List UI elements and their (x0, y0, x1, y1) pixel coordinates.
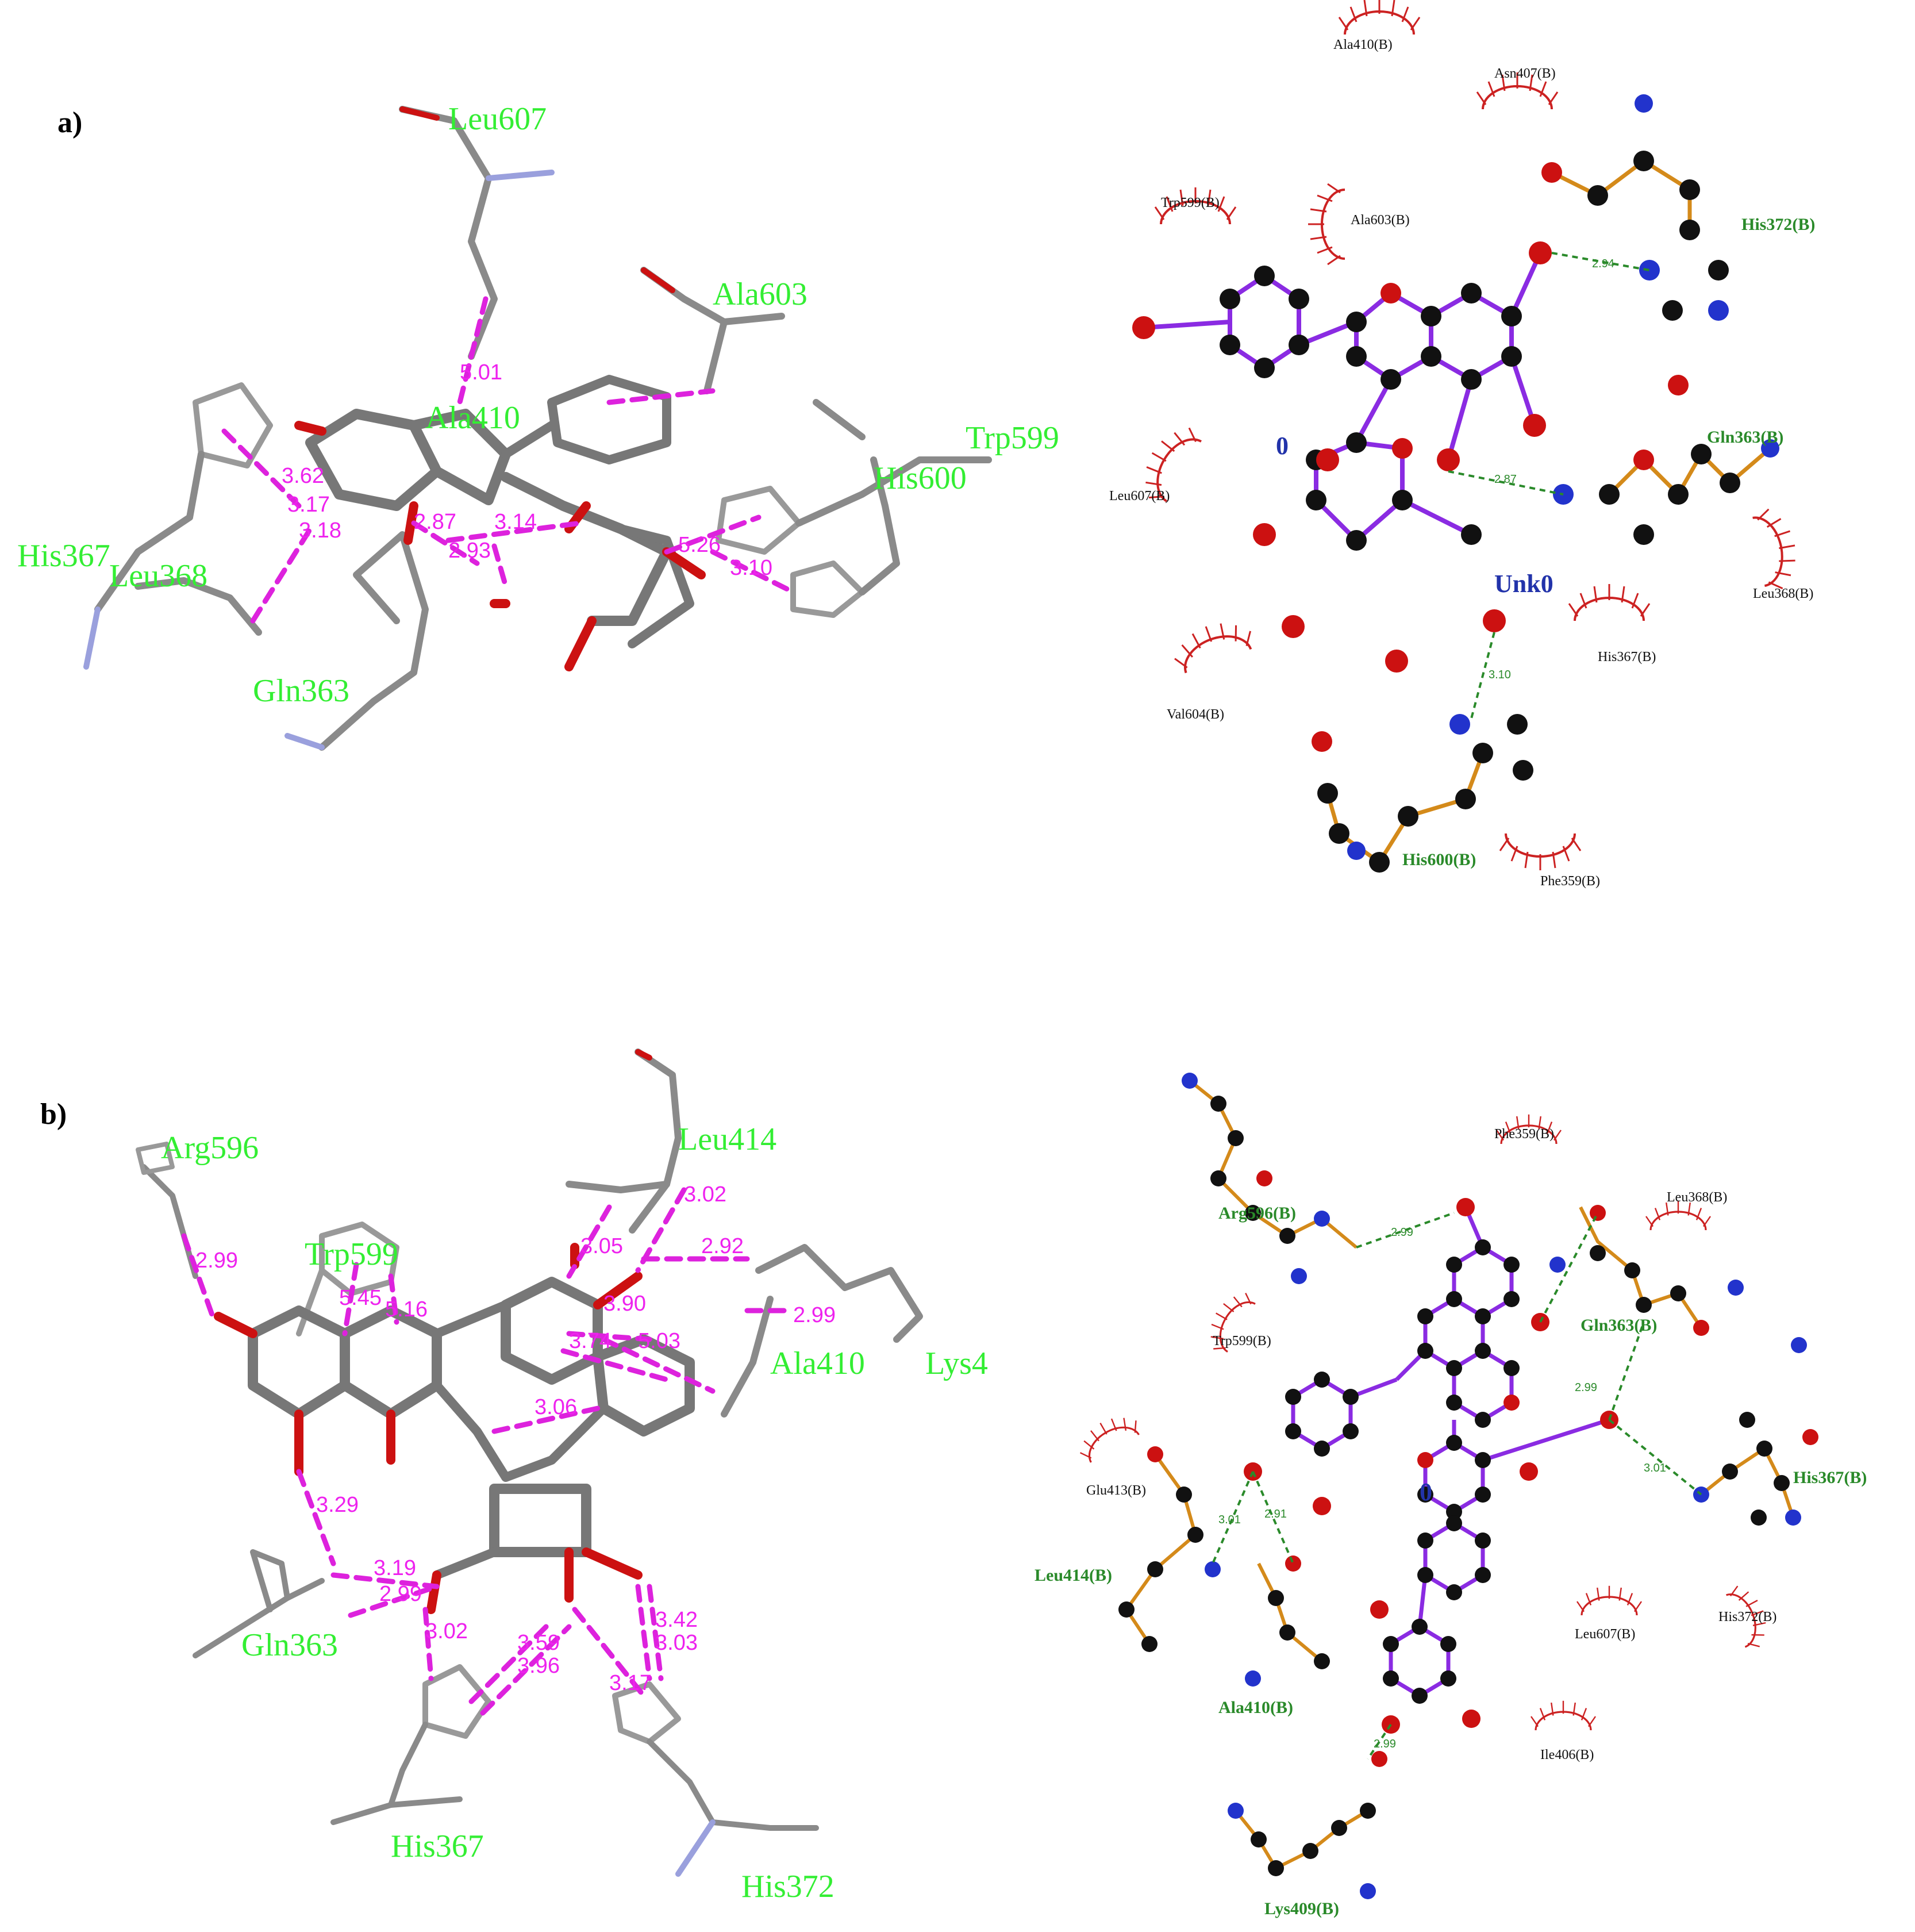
panel-b-res3d-5: Gln363 (241, 1627, 338, 1663)
panel-a-hbdist-1: 2.87 (1494, 473, 1517, 486)
panel-a-label: a) (57, 106, 82, 139)
panel-a: a) (17, 0, 1815, 889)
panel-a-dist3d-8: 3.10 (730, 556, 772, 580)
panel-b-dist3d-0: 2.99 (195, 1249, 238, 1273)
panel-b-dist3d-6: 3.90 (603, 1292, 646, 1316)
panel-b: b) (40, 1048, 1867, 1918)
panel-a-hp2d-4: Leu607(B) (1109, 489, 1170, 504)
panel-a-hp2d-2: Trp599(B) (1161, 195, 1220, 210)
panel-b-hp2d-2: Trp599(B) (1213, 1334, 1271, 1349)
panel-b-hbdist-4: 2.91 (1264, 1508, 1287, 1520)
panel-b-dist3d-2: 5.16 (385, 1297, 428, 1322)
panel-a-hp2d-0: Ala410(B) (1333, 37, 1393, 52)
panel-b-res3d-2: Leu414 (678, 1121, 776, 1157)
panel-a-hb2d-0: His372(B) (1741, 215, 1815, 234)
panel-b-dist3d-7: 3.74 (569, 1329, 612, 1353)
panel-b-hb2d-3: Leu414(B) (1035, 1566, 1112, 1585)
panel-a-hbdist-2: 3.10 (1489, 669, 1511, 681)
panel-b-res3d-0: Arg596 (161, 1130, 259, 1166)
panel-b-hbdist-5: 2.99 (1374, 1738, 1396, 1750)
panel-a-hp2d-8: Phe359(B) (1540, 874, 1600, 889)
panel-b-dist3d-10: 3.06 (534, 1395, 577, 1419)
panel-a-res3d-0: Leu607 (448, 101, 547, 137)
panel-b-hp2d-0: Phe359(B) (1494, 1127, 1554, 1142)
panel-a-hp2d-1: Asn407(B) (1494, 66, 1556, 81)
panel-b-dist3d-14: 3.02 (425, 1619, 468, 1643)
panel-b-res3d-1: Trp599 (305, 1236, 398, 1272)
panel-a-ligand-label-0: 0 (1276, 432, 1289, 460)
panel-b-dist3d-4: 3.02 (684, 1182, 726, 1207)
panel-b-dist3d-19: 3.03 (655, 1631, 698, 1655)
panel-b-hb2d-1: Gln363(B) (1581, 1316, 1657, 1335)
panel-b-dist3d-15: 3.59 (517, 1631, 560, 1655)
panel-a-dist3d-7: 5.26 (678, 533, 721, 557)
panel-b-3d-model (136, 1048, 923, 1877)
panel-a-res3d-6: Gln363 (253, 673, 349, 709)
panel-a-dist3d-5: 2.93 (448, 539, 491, 563)
panel-a-res3d-5: Leu368 (109, 558, 207, 594)
panel-b-2d-diagram: Arg596(B) Gln363(B) His367(B) Leu414(B) … (1035, 1073, 1867, 1918)
panel-b-dist3d-17: 3.17 (609, 1671, 652, 1695)
panel-a-res3d-3: His600 (874, 460, 967, 496)
panel-b-hbdist-2: 3.01 (1644, 1462, 1666, 1474)
panel-a-dist3d-6: 3.14 (494, 510, 537, 534)
panel-a-res3d-1: Ala603 (713, 276, 807, 312)
panel-a-3d-model (83, 106, 992, 751)
panel-b-dist3d-8: 5.03 (638, 1329, 680, 1353)
panel-b-ligand-label-0: 0 (1420, 1478, 1432, 1506)
panel-a-hp2d-6: His367(B) (1598, 650, 1656, 665)
panel-b-res3d-4: Lys4 (925, 1346, 988, 1381)
panel-a-hb2d-2: His600(B) (1402, 850, 1476, 869)
panel-b-hb2d-4: Ala410(B) (1218, 1698, 1293, 1717)
panel-a-hbdist-0: 2.94 (1592, 258, 1614, 270)
panel-a-hp2d-3: Ala603(B) (1351, 213, 1410, 228)
panel-a-dist3d-2: 3.17 (287, 493, 330, 517)
panel-a-hp2d-7: Val604(B) (1167, 707, 1224, 722)
panel-a-res3d-2: Trp599 (966, 420, 1059, 456)
panel-b-dist3d-13: 2.99 (379, 1582, 422, 1606)
panel-a-dist3d-3: 3.18 (299, 518, 341, 543)
panel-b-dist3d-1: 5.45 (339, 1286, 382, 1310)
panel-a-res3d-4: His367 (17, 538, 110, 574)
panel-b-dist3d-5: 2.92 (701, 1234, 744, 1258)
panel-b-hbdist-1: 2.99 (1575, 1381, 1597, 1394)
panel-b-hp2d-1: Leu368(B) (1667, 1190, 1727, 1205)
panel-b-hbdist-0: 2.99 (1391, 1226, 1413, 1239)
panel-b-dist3d-11: 3.29 (316, 1493, 359, 1517)
panel-a-res3d-7: Ala410 (425, 400, 520, 436)
panel-a-hp2d-5: Leu368(B) (1753, 586, 1813, 601)
panel-a-hb2d-1: Gln363(B) (1707, 428, 1783, 447)
panel-b-dist3d-12: 3.19 (374, 1556, 416, 1580)
panel-a-dist3d-1: 3.62 (282, 464, 324, 488)
panel-a-dist3d-0: 5.01 (460, 360, 502, 385)
panel-b-hp2d-6: Ile406(B) (1540, 1747, 1594, 1762)
panel-b-dist3d-18: 3.42 (655, 1608, 698, 1632)
panel-a-dist3d-4: 2.87 (414, 510, 456, 534)
panel-b-hb2d-2: His367(B) (1793, 1468, 1867, 1487)
panel-b-hb2d-5: Lys409(B) (1264, 1899, 1339, 1918)
panel-b-hp2d-3: Glu413(B) (1086, 1483, 1146, 1498)
panel-b-res3d-7: His372 (741, 1869, 835, 1904)
panel-b-hb2d-0: Arg596(B) (1218, 1204, 1296, 1223)
panel-b-res3d-6: His367 (391, 1829, 484, 1864)
panel-b-dist3d-3: 3.05 (580, 1234, 623, 1258)
panel-b-dist3d-9: 2.99 (793, 1303, 836, 1327)
panel-b-res3d-3: Ala410 (770, 1346, 865, 1381)
panel-b-dist3d-16: 3.96 (517, 1654, 560, 1678)
panel-b-label: b) (40, 1098, 67, 1131)
panel-a-2d-diagram: His372(B) Gln363(B) His600(B) Ala410(B) … (1109, 0, 1815, 889)
panel-a-ligand-label-1: Unk0 (1494, 570, 1553, 598)
panel-b-hbdist-3: 3.01 (1218, 1514, 1241, 1526)
panel-b-hp2d-4: Leu607(B) (1575, 1627, 1635, 1642)
panel-b-hp2d-5: His372(B) (1718, 1610, 1776, 1624)
